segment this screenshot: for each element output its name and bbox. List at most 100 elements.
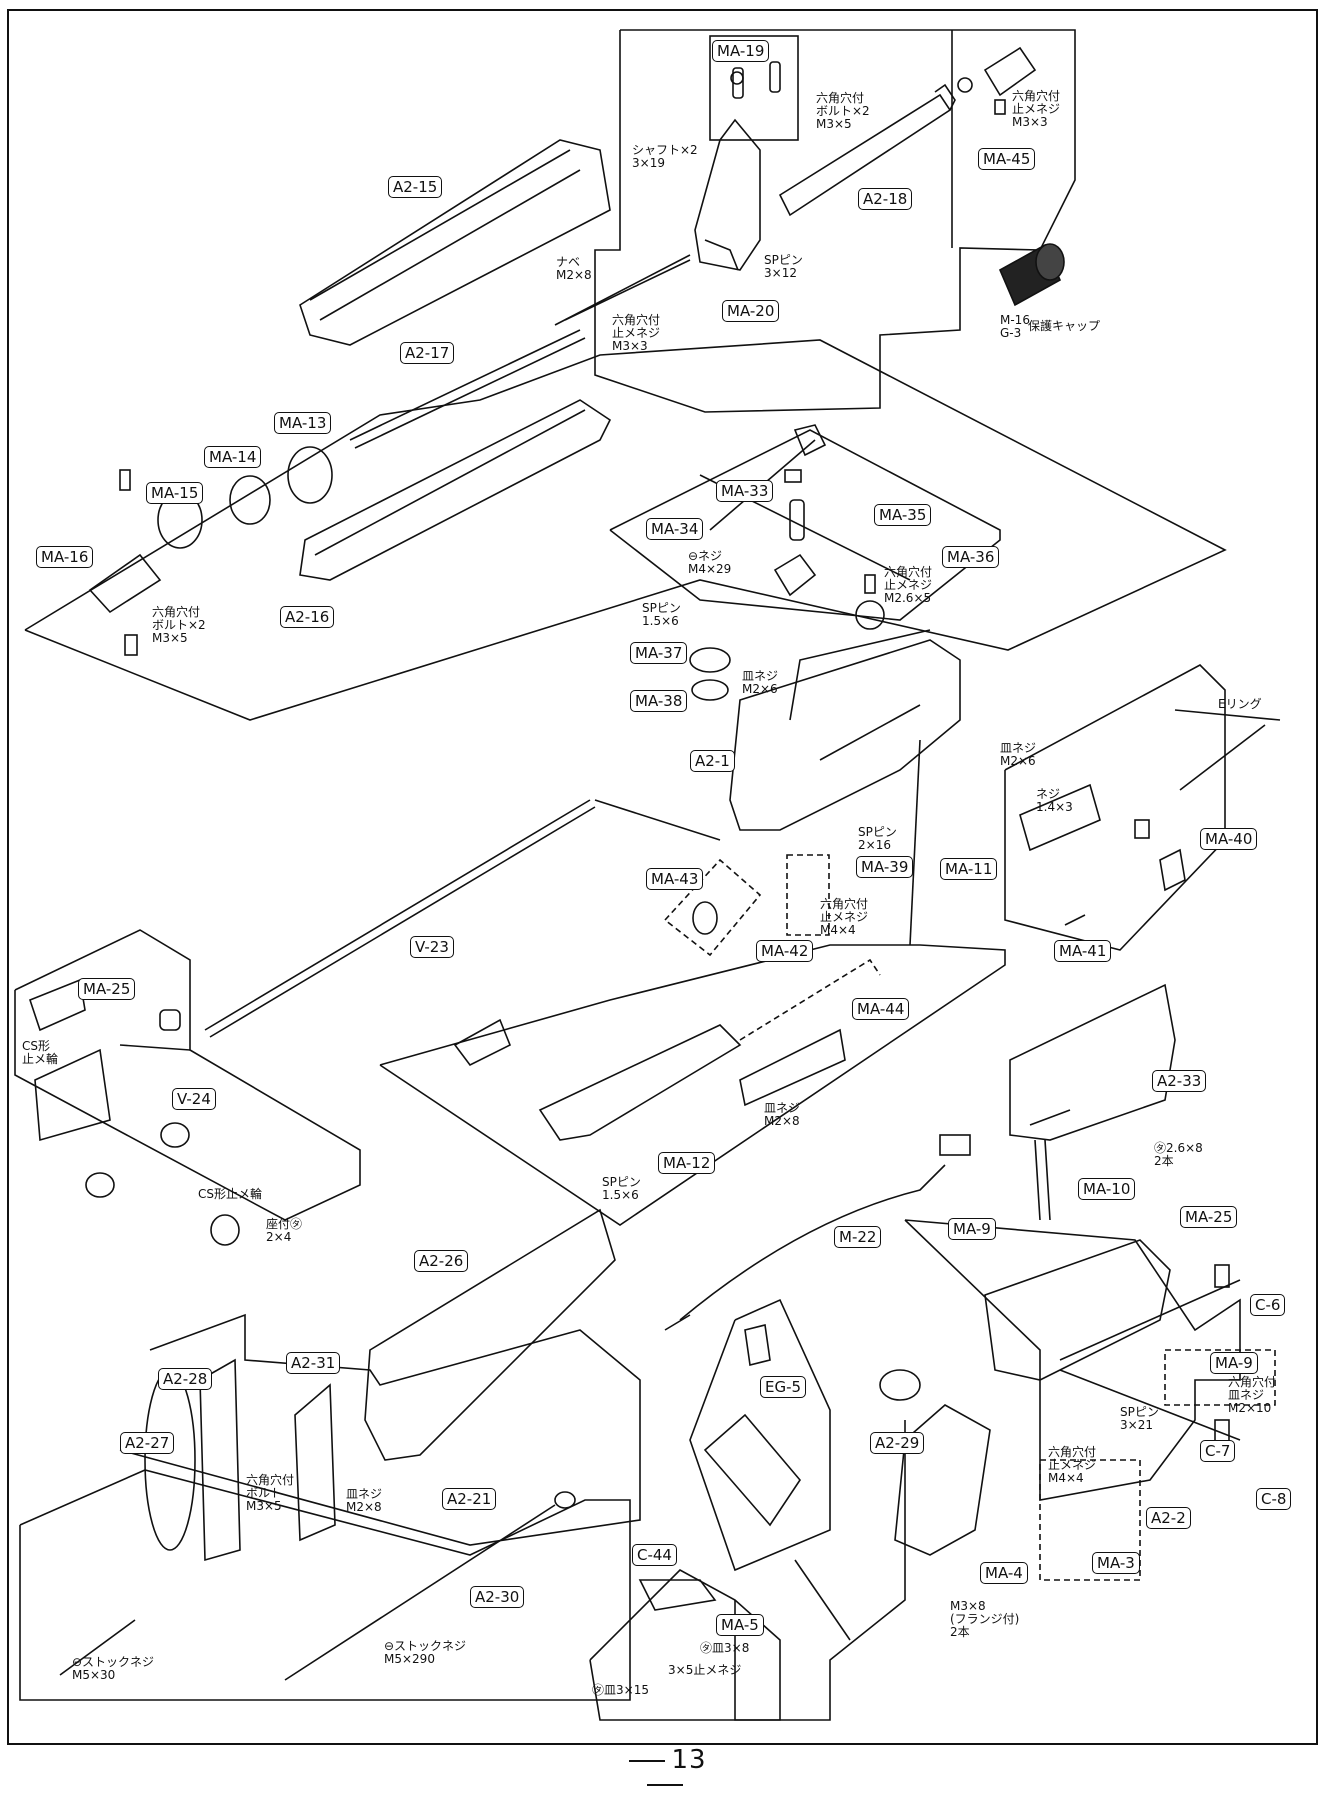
label-ma34: MA-34 bbox=[646, 518, 704, 540]
grip-shape bbox=[894, 1404, 991, 1556]
flash-hider-shape bbox=[957, 46, 1037, 115]
label-ma35: MA-35 bbox=[874, 504, 932, 526]
label-ma43: MA-43 bbox=[646, 868, 704, 890]
label-ma36: MA-36 bbox=[942, 546, 1000, 568]
label-a2-21: A2-21 bbox=[442, 1488, 497, 1510]
label-ma44: MA-44 bbox=[852, 998, 910, 1020]
label-ma5: MA-5 bbox=[716, 1614, 764, 1636]
label-ma13: MA-13 bbox=[274, 412, 332, 434]
label-a2-29: A2-29 bbox=[870, 1432, 925, 1454]
label-a2-26: A2-26 bbox=[414, 1250, 469, 1272]
note-nabe: ナベ M2×8 bbox=[556, 255, 592, 282]
note-hex-set-m26: 六角穴付 止メネジ M2.6×5 bbox=[884, 565, 933, 605]
label-ma25-left: MA-25 bbox=[78, 978, 136, 1000]
note-e-ring: Eリング bbox=[1218, 697, 1262, 711]
note-flat-screw-a: 皿ネジ M2×6 bbox=[742, 669, 779, 696]
note-sp-pin-3x21: SPピン 3×21 bbox=[1120, 1405, 1159, 1432]
dust-cover-parts bbox=[1019, 709, 1281, 926]
label-ma20: MA-20 bbox=[722, 300, 780, 322]
label-ma33: MA-33 bbox=[716, 480, 774, 502]
page-number: 13 bbox=[600, 1747, 730, 1796]
label-a2-33: A2-33 bbox=[1152, 1070, 1207, 1092]
label-ma3: MA-3 bbox=[1092, 1552, 1140, 1574]
label-ma25-right: MA-25 bbox=[1180, 1206, 1238, 1228]
label-ma16: MA-16 bbox=[36, 546, 94, 568]
label-a2-16: A2-16 bbox=[280, 606, 335, 628]
ma9-dashed-group bbox=[1164, 1349, 1276, 1406]
label-m22: M-22 bbox=[834, 1226, 882, 1248]
note-hex-bolt-m3x5: 六角穴付 ボルト M3×5 bbox=[246, 1473, 295, 1513]
barrel-shape bbox=[778, 83, 956, 217]
note-m16-cap-name: 保護キャップ bbox=[1028, 319, 1101, 333]
note-sp-pin-bottom: SPピン 1.5×6 bbox=[602, 1175, 641, 1202]
handguard-upper-shape bbox=[299, 139, 611, 346]
label-a2-1: A2-1 bbox=[690, 750, 735, 772]
gearbox-shape bbox=[1009, 983, 1176, 1221]
handguard-lower-shape bbox=[299, 399, 612, 581]
label-ma40: MA-40 bbox=[1200, 828, 1258, 850]
note-hex-set-top-right: 六角穴付 止メネジ M3×3 bbox=[1012, 89, 1061, 129]
label-ma15: MA-15 bbox=[146, 482, 204, 504]
label-v23: V-23 bbox=[410, 936, 454, 958]
front-sight-block-shape bbox=[694, 61, 781, 271]
stock-screw-panel bbox=[19, 1469, 631, 1701]
label-c8: C-8 bbox=[1256, 1488, 1292, 1510]
label-ma37: MA-37 bbox=[630, 642, 688, 664]
label-ma14: MA-14 bbox=[204, 446, 262, 468]
trigger-guard-shape bbox=[638, 1579, 717, 1611]
label-a2-30: A2-30 bbox=[470, 1586, 525, 1608]
label-ma45: MA-45 bbox=[978, 148, 1036, 170]
label-ma11: MA-11 bbox=[940, 858, 998, 880]
note-flat-screw-m2x8-stock: 皿ネジ M2×8 bbox=[346, 1487, 383, 1514]
label-ma42: MA-42 bbox=[756, 940, 814, 962]
note-cs-ring-top: CS形 止メ輪 bbox=[22, 1039, 59, 1066]
label-ma4: MA-4 bbox=[980, 1562, 1028, 1584]
note-sp-pin-3x12: SPピン 3×12 bbox=[764, 253, 803, 280]
front-sight-panel bbox=[594, 29, 1076, 413]
selector-parts bbox=[29, 978, 240, 1246]
motor-shape bbox=[703, 1324, 801, 1527]
label-a2-18: A2-18 bbox=[858, 188, 913, 210]
note-hex-set-m4x4: 六角穴付 止メネジ M4×4 bbox=[820, 897, 869, 937]
lower-receiver-panel bbox=[904, 1219, 1241, 1501]
note-hex-set-m3x3: 六角穴付 止メネジ M3×3 bbox=[612, 313, 661, 353]
note-shaft-x2: シャフト×2 3×19 bbox=[632, 143, 698, 170]
note-m3x8-flange: M3×8 (フランジ付) 2本 bbox=[950, 1599, 1020, 1639]
stock-left-panel bbox=[14, 929, 361, 1221]
note-set-3x5: 3×5止メネジ bbox=[668, 1663, 742, 1677]
label-a2-2: A2-2 bbox=[1146, 1507, 1191, 1529]
note-flat-screw-m2x8: 皿ネジ M2×8 bbox=[764, 1101, 801, 1128]
note-hex-flat-m2x10: 六角穴付 皿ネジ M2×10 bbox=[1228, 1375, 1277, 1415]
label-a2-15: A2-15 bbox=[388, 176, 443, 198]
note-hex-bolt-x2-left: 六角穴付 ボルト×2 M3×5 bbox=[152, 605, 206, 645]
label-ma9-right: MA-9 bbox=[1210, 1352, 1258, 1374]
note-flat-screw-b: 皿ネジ M2×6 bbox=[1000, 741, 1037, 768]
label-a2-31: A2-31 bbox=[286, 1352, 341, 1374]
ma3-dashed-group bbox=[1039, 1459, 1141, 1581]
label-ma12: MA-12 bbox=[658, 1152, 716, 1174]
protective-cap-shape bbox=[998, 243, 1065, 307]
label-c6: C-6 bbox=[1250, 1294, 1286, 1316]
trigger-guard-panel bbox=[589, 1569, 781, 1721]
note-m16-cap-model: M-16 G-3 bbox=[1000, 313, 1030, 340]
buttplate-parts bbox=[144, 1358, 336, 1562]
note-hex-bolt-x2-top: 六角穴付 ボルト×2 M3×5 bbox=[816, 91, 870, 131]
lower-receiver-shape bbox=[879, 1239, 1241, 1443]
note-cs-ring-bottom: CS形止メ輪 bbox=[198, 1187, 262, 1201]
label-a2-17: A2-17 bbox=[400, 342, 455, 364]
buttplate-panel bbox=[119, 1313, 641, 1546]
label-a2-28: A2-28 bbox=[158, 1368, 213, 1390]
note-stock-screw-m5x290: ⊖ストックネジ M5×290 bbox=[384, 1639, 467, 1666]
note-ta-3x8: ㋟皿3×8 bbox=[700, 1641, 750, 1655]
label-c44: C-44 bbox=[632, 1544, 677, 1566]
stock-shape bbox=[364, 1208, 616, 1461]
label-ma38: MA-38 bbox=[630, 690, 688, 712]
stock-screws bbox=[59, 1491, 576, 1681]
label-eg5: EG-5 bbox=[760, 1376, 807, 1398]
charging-handle-shape bbox=[453, 958, 881, 1141]
label-v24: V-24 bbox=[172, 1088, 216, 1110]
note-sp-pin-2x16: SPピン 2×16 bbox=[858, 825, 897, 852]
note-screw-1-4x3: ネジ 1.4×3 bbox=[1036, 787, 1073, 814]
label-ma41: MA-41 bbox=[1054, 940, 1112, 962]
